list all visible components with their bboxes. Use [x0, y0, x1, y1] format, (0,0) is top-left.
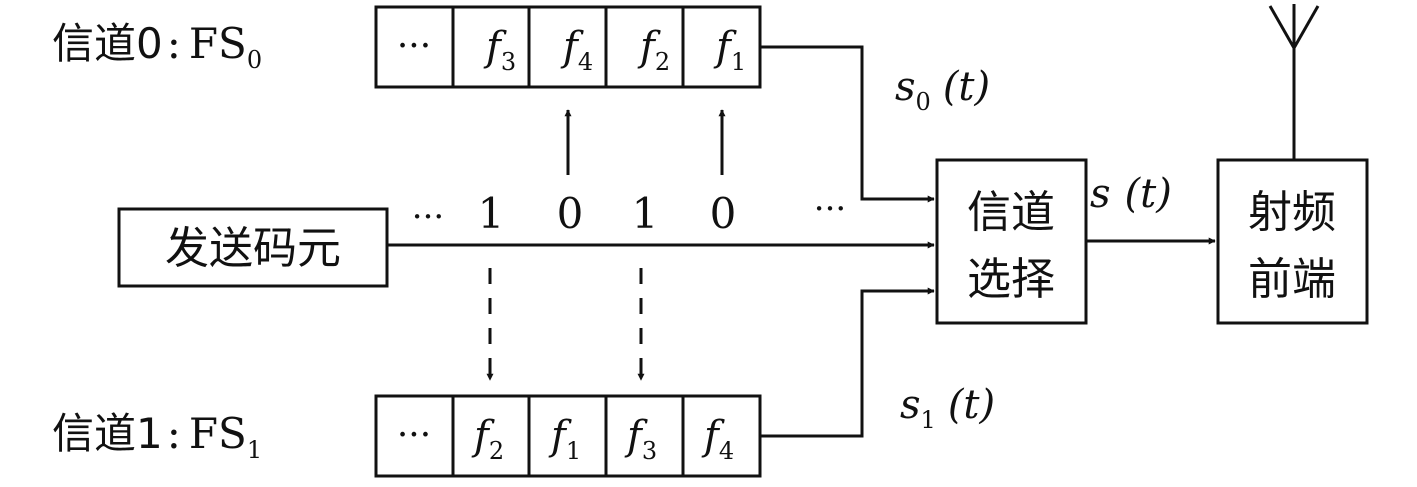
- bit-3: 1: [632, 189, 659, 238]
- rf-label-line1: 射频: [1248, 187, 1336, 238]
- channel0-name: 信道0: [52, 19, 163, 68]
- selector-label-line1: 信道: [967, 187, 1055, 238]
- channel0-cell-1: f3: [483, 24, 516, 76]
- channel0-fs: FS: [189, 19, 247, 68]
- channel1-output-line: [760, 287, 935, 438]
- channel1-sequence: ··· f2 f1 f3 f4: [374, 394, 762, 478]
- source-box: [117, 207, 389, 288]
- channel0-output-line: [760, 45, 935, 203]
- channel1-fs-sub: 1: [247, 436, 262, 464]
- channel1-fs: FS: [189, 409, 247, 458]
- bits-leading-ellipsis: ···: [412, 197, 444, 237]
- channel1-colon: :: [167, 409, 181, 458]
- channel1-name: 信道1: [52, 409, 163, 458]
- channel1-cell-ellipsis: ···: [397, 415, 431, 456]
- channel0-colon: :: [167, 19, 181, 68]
- channel0-cell-ellipsis: ···: [397, 26, 431, 67]
- channel0-fs-sub: 0: [247, 46, 262, 74]
- bit-4: 0: [710, 189, 737, 238]
- channel1-cell-1: f2: [471, 413, 504, 465]
- channel1-cell-3: f3: [624, 413, 657, 465]
- rf-label-line2: 前端: [1248, 254, 1336, 305]
- channel1-cell-2: f1: [548, 413, 581, 465]
- bits-trailing-ellipsis: ···: [814, 189, 846, 229]
- source-box-label: 发送码元: [165, 223, 341, 274]
- channel1-cell-4: f4: [701, 413, 734, 465]
- channel0-cell-3: f2: [637, 24, 670, 76]
- channel0-label: 信道0:FS0: [52, 19, 262, 74]
- channel1-signal-label: s1(t): [900, 382, 995, 434]
- channel0-cell-2: f4: [560, 24, 593, 76]
- output-signal-label: s(t): [1090, 171, 1172, 217]
- bit-2: 0: [557, 189, 584, 238]
- channel0-sequence: ··· f3 f4 f2 f1: [374, 5, 762, 89]
- bit-1: 1: [478, 189, 505, 238]
- channel0-cell-4: f1: [713, 24, 746, 76]
- channel1-label: 信道1:FS1: [52, 409, 262, 464]
- selector-label-line2: 选择: [967, 254, 1055, 305]
- channel0-signal-label: s0(t): [895, 64, 990, 116]
- antenna-icon: [1268, 4, 1320, 160]
